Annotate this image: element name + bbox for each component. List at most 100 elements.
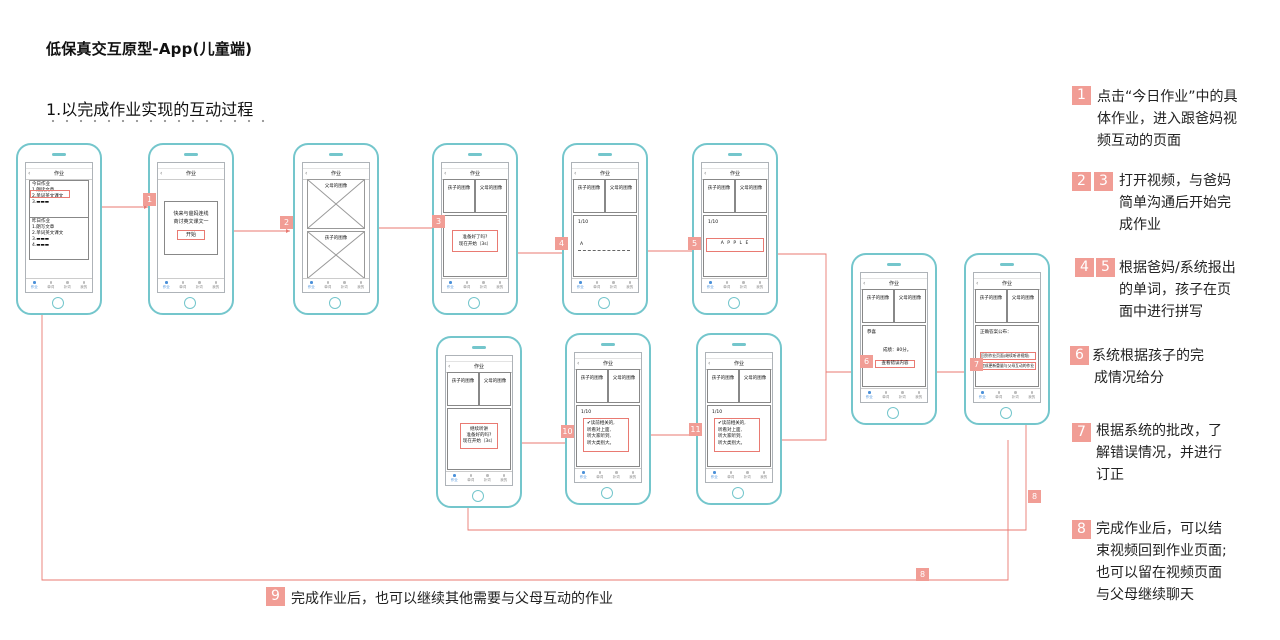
- tab-me[interactable]: 我的: [622, 279, 639, 292]
- tab-words[interactable]: 单词: [320, 279, 337, 292]
- child-video: 孩子的图像: [447, 372, 479, 406]
- note-6-line-1: 完成作业后，可以结: [1096, 521, 1222, 537]
- tab-fill[interactable]: 补词: [336, 279, 353, 292]
- tab-words[interactable]: 单词: [589, 279, 606, 292]
- tab-fill[interactable]: 补词: [475, 279, 492, 292]
- tab-words[interactable]: 单词: [719, 279, 736, 292]
- note-3: 根据爸妈/系统报出 的单词，孩子在页 面中进行拼写: [1119, 257, 1236, 323]
- note-3-line-3: 面中进行拼写: [1119, 304, 1203, 320]
- tab-words[interactable]: 单词: [459, 279, 476, 292]
- start-button[interactable]: 开始: [177, 230, 205, 240]
- step-badge-8b: 8: [916, 568, 929, 581]
- tab-homework[interactable]: 作业: [572, 279, 589, 292]
- work-area: 继续听讲 准备好的吗? 现在开始（3s）: [447, 408, 511, 470]
- tab-homework[interactable]: 作业: [442, 279, 459, 292]
- start-line-2: 商讨英文课文一: [173, 219, 209, 225]
- tab-homework[interactable]: 作业: [861, 389, 878, 402]
- tab-me[interactable]: 我的: [208, 279, 225, 292]
- today-item-2[interactable]: 2.单词英文课文: [32, 194, 64, 199]
- yesterday-homework-card[interactable]: 昨日作业 1.朗写文章 2.单词英文课文 3.▬▬▬ 4.▬▬▬: [29, 217, 89, 260]
- tab-fill[interactable]: 补词: [894, 389, 911, 402]
- tab-words[interactable]: 单词: [463, 472, 480, 485]
- nav-title: 作业: [330, 171, 341, 177]
- note-4: 系统根据孩子的完 成情况给分: [1092, 345, 1204, 389]
- note-badge-4: 4: [1075, 258, 1094, 277]
- child-video: 孩子的图像: [573, 179, 605, 213]
- continue-prompt: 继续听讲 准备好的吗? 现在开始（3s）: [460, 423, 498, 449]
- note-1: 点击“今日作业”中的具 体作业，进入跟爸妈视 频互动的页面: [1097, 86, 1238, 152]
- yesterday-item-2: 2.单词英文课文: [32, 231, 64, 236]
- tab-me[interactable]: 我的: [353, 279, 370, 292]
- step-badge-7: 7: [970, 358, 983, 371]
- tab-homework[interactable]: 作业: [575, 469, 592, 482]
- phone-answers: ‹作业 孩子的图像父母的图像 正确答案公布： 回到作业页面(继续听讲视频) 完成…: [964, 253, 1050, 425]
- tab-fill[interactable]: 补词: [739, 469, 756, 482]
- start-line-1: 快来与爸妈连线: [173, 211, 209, 217]
- spelling-blanks[interactable]: [578, 250, 630, 251]
- note-5-line-2: 解错误情况，并进行: [1096, 445, 1222, 461]
- recitation-text[interactable]: ✔读前相关的, 听看对上面, 听大家听到, 听大类别大。: [583, 418, 629, 452]
- tab-words[interactable]: 单词: [723, 469, 740, 482]
- tab-words[interactable]: 单词: [43, 279, 60, 292]
- tab-me[interactable]: 我的: [492, 279, 509, 292]
- note-badge-8: 8: [1072, 520, 1091, 539]
- phone-spelling-start: ‹作业 孩子的图像父母的图像 1/10 A 作业单词补词我的: [562, 143, 648, 315]
- work-area: 1/10 ✔读前相关的, 听看对上面, 听大家听到, 听大类别大。: [576, 405, 640, 467]
- tab-words[interactable]: 单词: [991, 389, 1008, 402]
- tab-words[interactable]: 单词: [878, 389, 895, 402]
- nav-title: 作业: [1001, 281, 1012, 287]
- note-5-line-3: 订正: [1096, 467, 1124, 483]
- tab-homework[interactable]: 作业: [26, 279, 43, 292]
- recitation-line-4: 听大类别大。: [718, 440, 745, 446]
- tab-words[interactable]: 单词: [592, 469, 609, 482]
- recitation-text-checked[interactable]: ✔读前相关的, 听看对上面, 听大家听到, 听大类别大。: [714, 418, 760, 452]
- tab-fill[interactable]: 补词: [608, 469, 625, 482]
- tab-me[interactable]: 我的: [625, 469, 642, 482]
- yesterday-item-4: 4.▬▬▬: [32, 243, 50, 248]
- nav-title: 作业: [185, 171, 196, 177]
- parent-video: 父母的图像: [605, 179, 637, 213]
- phone-recitation: ‹作业 孩子的图像父母的图像 1/10 ✔读前相关的, 听看对上面, 听大家听到…: [565, 333, 651, 505]
- view-errors-button[interactable]: 查看错误内容: [875, 360, 915, 368]
- tab-fill[interactable]: 补词: [605, 279, 622, 292]
- tab-homework[interactable]: 作业: [158, 279, 175, 292]
- tab-homework[interactable]: 作业: [706, 469, 723, 482]
- today-homework-card[interactable]: 今日作业 1.朗读文章 2.单词英文课文 3.▬▬▬: [29, 180, 89, 218]
- connector-6: [770, 253, 866, 373]
- spelled-word[interactable]: A P P L E: [706, 238, 764, 252]
- child-video: 孩子的图像: [703, 179, 735, 213]
- child-video-label: 孩子的图像: [322, 235, 350, 241]
- phone-recitation-checked: ‹作业 孩子的图像父母的图像 1/10 ✔读前相关的, 听看对上面, 听大家听到…: [696, 333, 782, 505]
- tab-homework[interactable]: 作业: [303, 279, 320, 292]
- phone-ready-countdown: ‹作业 孩子的图像父母的图像 准备好了吗? 现在开始（3s） 作业单词补词我的: [432, 143, 518, 315]
- nav-title: 作业: [599, 171, 610, 177]
- recitation-line-1: ✔读前相关的,: [587, 421, 615, 426]
- back-to-homework-button[interactable]: 回到作业页面(继续听讲视频): [980, 352, 1036, 360]
- tab-fill[interactable]: 补词: [735, 279, 752, 292]
- recitation-line-2: 听看对上面,: [587, 427, 611, 433]
- recitation-line-3: 听大家听到,: [587, 434, 611, 439]
- note-4-line-1: 系统根据孩子的完: [1092, 348, 1204, 364]
- tab-homework[interactable]: 作业: [446, 472, 463, 485]
- tab-words[interactable]: 单词: [175, 279, 192, 292]
- tab-me[interactable]: 我的: [1024, 389, 1041, 402]
- tab-me[interactable]: 我的: [76, 279, 93, 292]
- note-2-line-3: 成作业: [1119, 217, 1161, 233]
- note-3-line-2: 的单词，孩子在页: [1119, 282, 1231, 298]
- step-badge-4: 4: [555, 237, 568, 250]
- note-badge-2: 2: [1072, 172, 1091, 191]
- tab-homework[interactable]: 作业: [702, 279, 719, 292]
- continue-homework-button[interactable]: 完成更新重量与父母互动的作业: [980, 362, 1036, 370]
- tab-me[interactable]: 我的: [911, 389, 928, 402]
- continue-line-3: 现在开始（3s）: [462, 439, 496, 444]
- tab-fill[interactable]: 补词: [479, 472, 496, 485]
- tab-homework[interactable]: 作业: [974, 389, 991, 402]
- tab-me[interactable]: 我的: [496, 472, 513, 485]
- tab-me[interactable]: 我的: [752, 279, 769, 292]
- child-video-placeholder: 孩子的图像: [307, 231, 365, 279]
- tab-me[interactable]: 我的: [756, 469, 773, 482]
- tab-fill[interactable]: 补词: [1007, 389, 1024, 402]
- tab-fill[interactable]: 补词: [191, 279, 208, 292]
- tab-fill[interactable]: 补词: [59, 279, 76, 292]
